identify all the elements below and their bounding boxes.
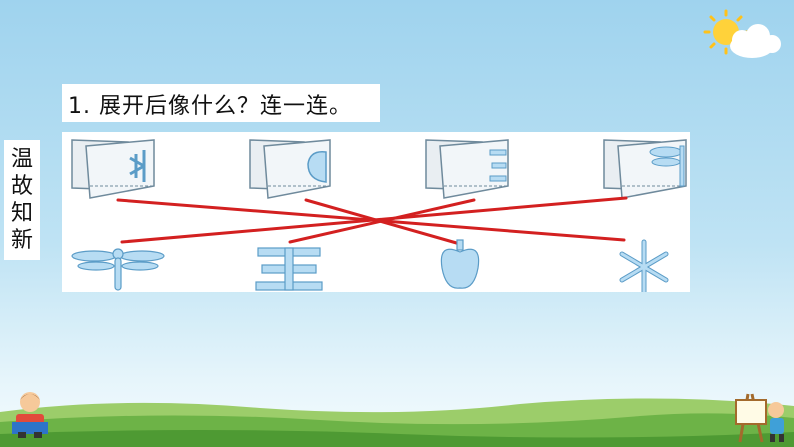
question-box: 1. 展开后像什么？连一连。 (62, 84, 380, 122)
exercise-panel (62, 132, 690, 295)
apple-half-icon (307, 151, 327, 183)
easel-child-icon (735, 393, 784, 443)
answer-lines (116, 196, 628, 246)
line-dragonfly (120, 196, 628, 244)
snowflake-half-icon (129, 150, 146, 182)
landscape-illustration (0, 398, 794, 447)
reading-child-icon (12, 392, 48, 438)
sun-cloud-icon (703, 9, 781, 58)
line-wang (288, 198, 476, 244)
sidebar-label-char: 新 (10, 228, 33, 253)
folded-paper-apple[interactable] (249, 139, 331, 199)
folded-paper-snowflake[interactable] (71, 139, 155, 199)
shape-wang[interactable] (255, 247, 323, 291)
cloud-icon (730, 24, 781, 58)
sidebar-label-box: 温故知新 (4, 140, 40, 260)
shape-dragonfly[interactable] (71, 248, 165, 291)
dragonfly-half-icon (649, 145, 685, 187)
sidebar-label-char: 温 (10, 147, 33, 172)
sidebar-label-char: 故 (10, 174, 33, 199)
sidebar-label-char: 知 (10, 201, 33, 226)
shape-apple[interactable] (440, 239, 480, 289)
wang-half-icon (489, 149, 507, 182)
folded-paper-dragonfly[interactable] (603, 139, 687, 199)
exercise-drawing (71, 139, 687, 295)
question-text: 1. 展开后像什么？连一连。 (68, 94, 352, 119)
shape-snowflake[interactable] (619, 239, 669, 295)
folded-paper-wang[interactable] (425, 139, 509, 199)
sidebar-label: 温故知新 (4, 146, 40, 254)
